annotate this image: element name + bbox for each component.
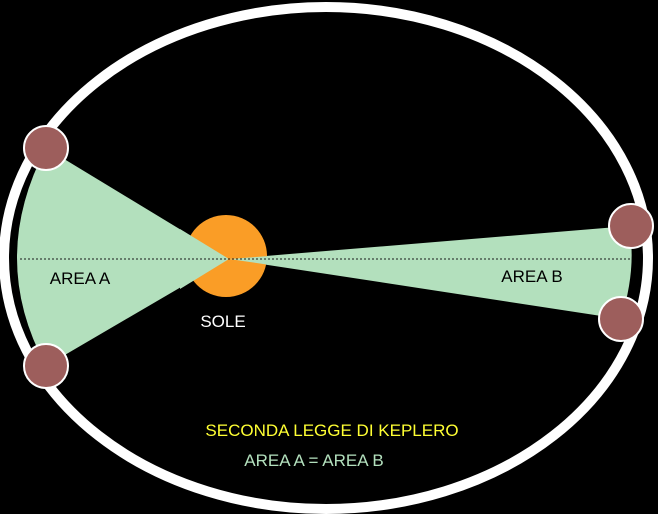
planet-a-bottom (23, 343, 69, 389)
label-area-a: AREA A (50, 269, 111, 288)
label-sun: SOLE (200, 312, 245, 331)
sector-area-a (17, 148, 229, 366)
planet-b-top (608, 203, 654, 249)
label-title: SECONDA LEGGE DI KEPLERO (205, 421, 458, 440)
planet-a-top (23, 125, 69, 171)
sector-area-b-overlay (229, 256, 270, 265)
planet-b-bottom (598, 296, 644, 342)
label-area-b: AREA B (501, 267, 562, 286)
sun (185, 215, 267, 297)
label-equation: AREA A = AREA B (244, 451, 383, 470)
sector-area-b (229, 226, 632, 319)
